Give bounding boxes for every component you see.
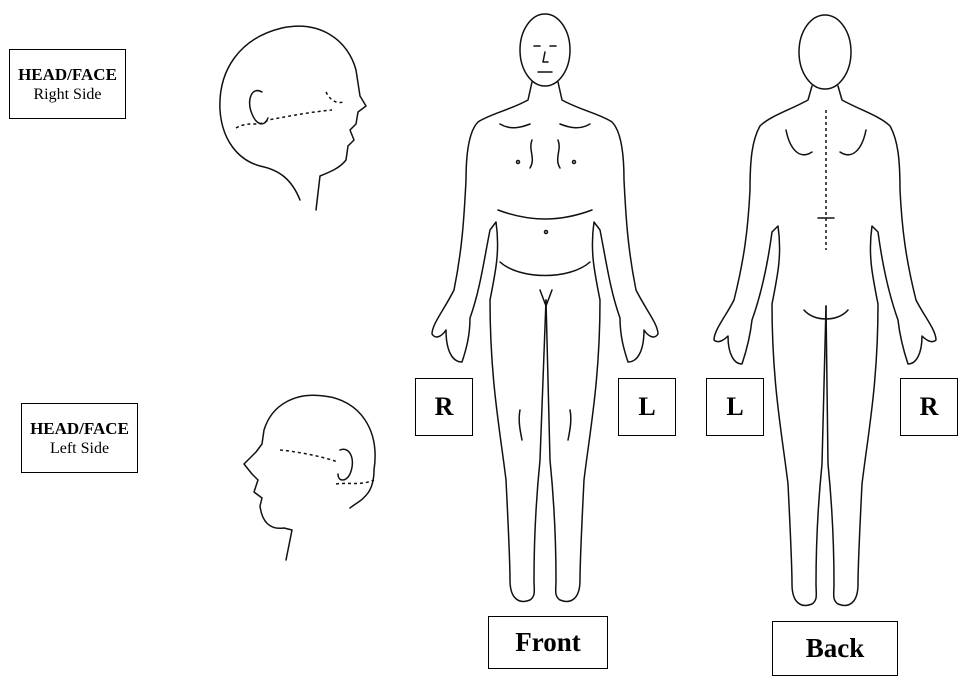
- head-left-subtitle: Left Side: [50, 439, 109, 458]
- back-view-caption: Back: [772, 621, 898, 676]
- head-right-side-label-box: HEAD/FACE Right Side: [9, 49, 126, 119]
- head-left-side-drawing: [244, 395, 375, 560]
- front-right-side-label: R: [415, 378, 473, 436]
- back-left-side-label: L: [706, 378, 764, 436]
- head-right-title: HEAD/FACE: [18, 65, 117, 85]
- front-left-side-label: L: [618, 378, 676, 436]
- back-right-side-label: R: [900, 378, 958, 436]
- head-right-subtitle: Right Side: [33, 85, 101, 104]
- front-view-caption: Front: [488, 616, 608, 669]
- back-body-drawing: [714, 15, 936, 605]
- head-right-side-drawing: [220, 26, 366, 210]
- head-left-side-label-box: HEAD/FACE Left Side: [21, 403, 138, 473]
- front-body-drawing: [432, 14, 658, 601]
- head-left-title: HEAD/FACE: [30, 419, 129, 439]
